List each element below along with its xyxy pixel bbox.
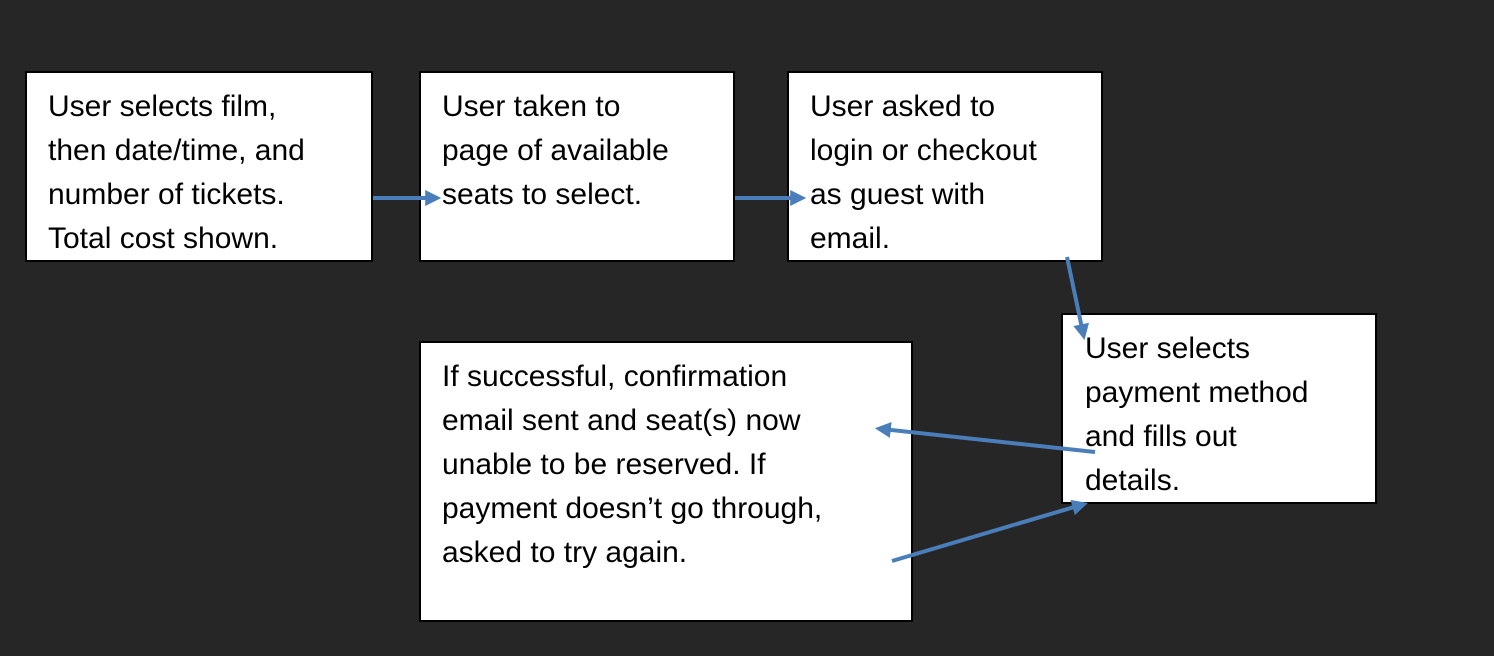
flow-step-select-film: User selects film, then date/time, and n… [25,71,373,262]
flow-step-select-seats: User taken to page of available seats to… [419,71,735,262]
flow-step-login-checkout: User asked to login or checkout as guest… [787,71,1103,262]
flow-step-payment: User selects payment method and fills ou… [1061,313,1377,504]
flow-step-confirmation: If successful, confirmation email sent a… [419,341,913,622]
arrow-step-5-to-step-4 [891,499,1088,563]
